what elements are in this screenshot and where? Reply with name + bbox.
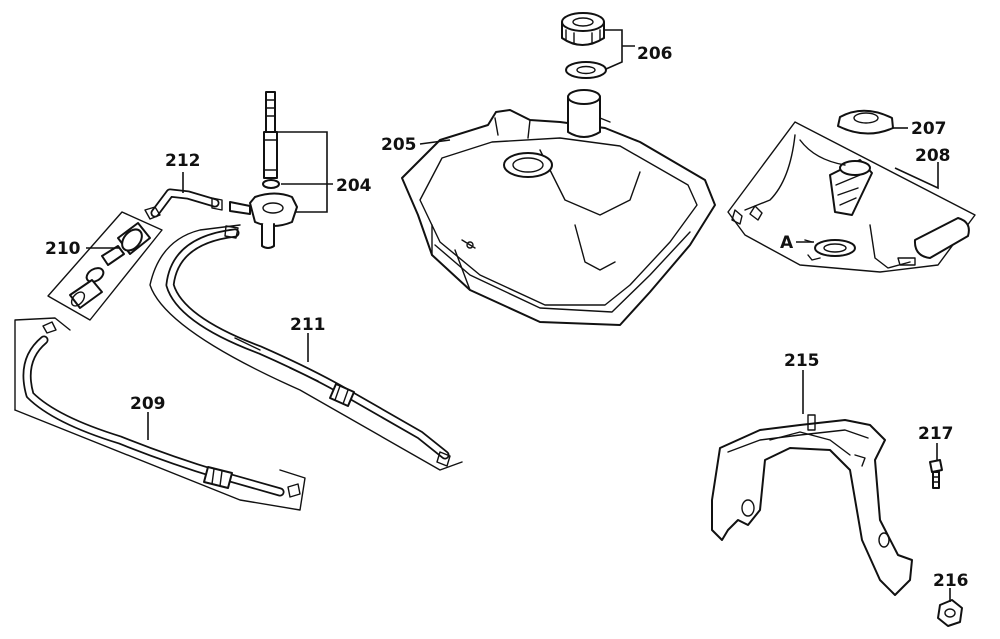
callout-206: 206 xyxy=(637,44,673,64)
callout-208: 208 xyxy=(915,146,951,166)
leader-204 xyxy=(277,131,333,213)
leader-208 xyxy=(894,162,939,190)
callout-216: 216 xyxy=(933,571,969,591)
callout-a: A xyxy=(780,233,794,253)
callout-217: 217 xyxy=(918,424,954,444)
pump-mount-ring xyxy=(837,109,894,135)
callout-207: 207 xyxy=(911,119,947,139)
nut-216 xyxy=(937,599,963,627)
fuel-cap-assembly xyxy=(561,12,607,79)
callout-211: 211 xyxy=(290,315,326,335)
callout-215: 215 xyxy=(784,351,820,371)
fuel-filter-assembly xyxy=(47,211,163,321)
leader-206 xyxy=(605,29,635,70)
callout-205: 205 xyxy=(381,135,417,155)
tank-bracket xyxy=(711,414,913,596)
fuel-hose-209 xyxy=(14,317,306,511)
fuel-pump-box xyxy=(727,121,976,273)
callout-212: 212 xyxy=(165,151,201,171)
callout-209: 209 xyxy=(130,394,166,414)
fuel-hose-211 xyxy=(149,224,463,471)
fuel-valve-assembly xyxy=(229,91,298,249)
callout-210: 210 xyxy=(45,239,81,259)
fuel-hose-212 xyxy=(144,188,223,220)
fuel-sender xyxy=(731,134,970,269)
fuel-tank xyxy=(401,89,716,326)
callout-204: 204 xyxy=(336,176,372,196)
leader-205 xyxy=(419,139,451,145)
bolt-217 xyxy=(929,459,943,489)
